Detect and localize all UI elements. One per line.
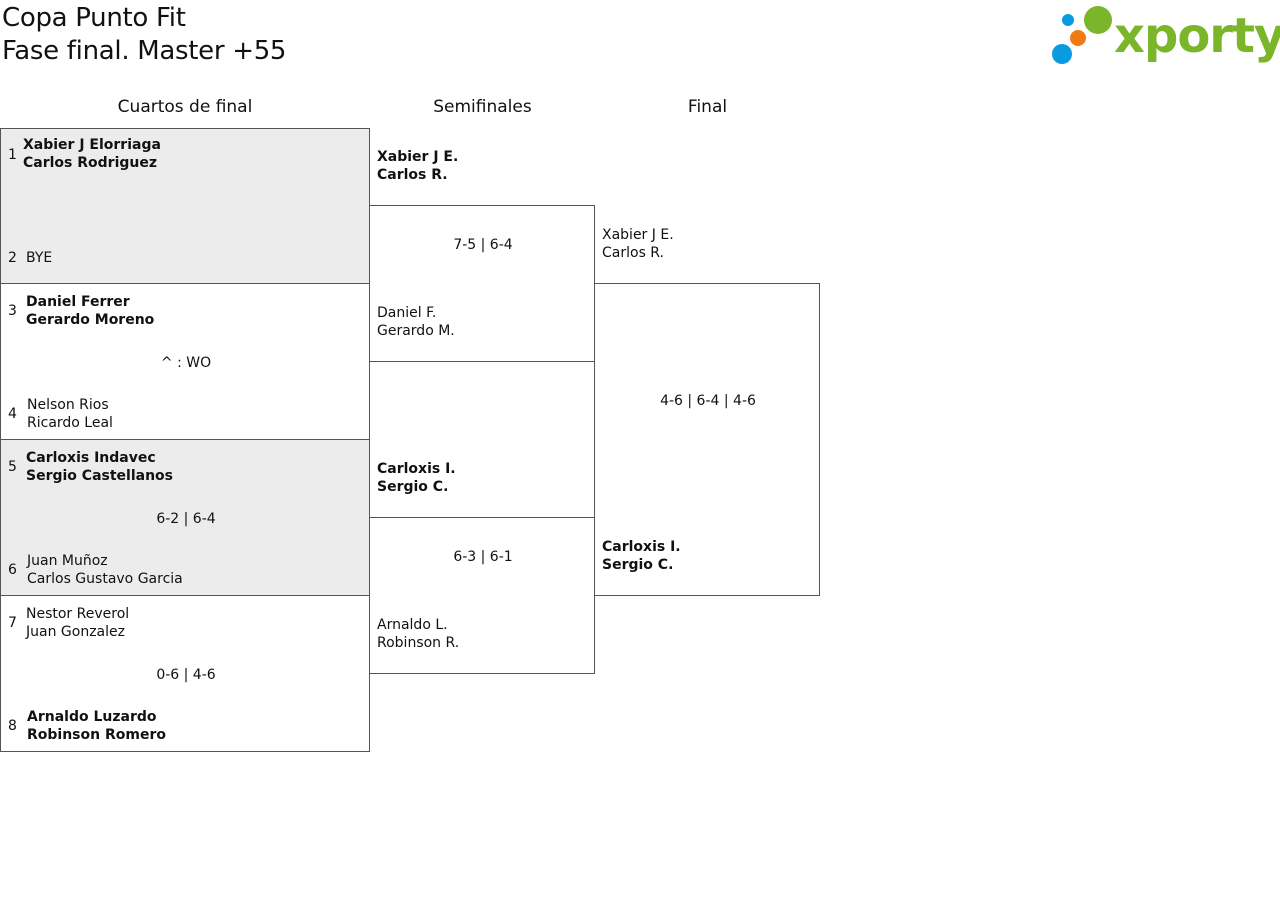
semifinal-2-team-top[interactable]: Carloxis I. Sergio C. — [377, 460, 456, 496]
player-name: Gerardo Moreno — [26, 312, 155, 328]
player-name: Daniel Ferrer — [26, 294, 130, 310]
seed-number: 2 — [8, 250, 17, 266]
seed-number: 4 — [8, 406, 17, 422]
player-name: Carlos R. — [377, 167, 448, 183]
semifinal-match-1[interactable]: 7-5 | 6-4 Daniel F. Gerardo M. — [369, 205, 595, 362]
team-entry[interactable]: Daniel Ferrer Gerardo Moreno — [26, 293, 154, 329]
logo-dot-blue-small-icon — [1062, 14, 1074, 26]
player-name: Juan Muñoz — [27, 553, 108, 569]
player-name: Carlos Gustavo Garcia — [27, 571, 183, 587]
team-entry[interactable]: Carloxis Indavec Sergio Castellanos — [26, 449, 173, 485]
seed-number: 6 — [8, 562, 17, 578]
page-title: Copa Punto Fit — [2, 3, 186, 33]
page-subtitle: Fase final. Master +55 — [2, 36, 287, 66]
player-name: Xabier J E. — [377, 149, 459, 165]
logo-wordmark: xporty — [1114, 8, 1280, 64]
round-title-semifinals: Semifinales — [433, 97, 532, 117]
team-entry[interactable]: Nestor Reverol Juan Gonzalez — [26, 605, 129, 641]
player-name: Carlos R. — [602, 245, 664, 261]
player-name: Xabier J Elorriaga — [23, 137, 161, 153]
player-name: Arnaldo L. — [377, 617, 448, 633]
seed-number: 8 — [8, 718, 17, 734]
player-name: BYE — [26, 250, 53, 266]
player-name: Nelson Rios — [27, 397, 109, 413]
player-name: Carlos Rodriguez — [23, 155, 158, 171]
player-name: Carloxis I. — [602, 539, 681, 555]
semifinal-match-2[interactable]: 6-3 | 6-1 Arnaldo L. Robinson R. — [369, 517, 595, 674]
quarterfinal-match-2[interactable]: 3 Daniel Ferrer Gerardo Moreno ^ : WO 4 … — [0, 283, 370, 440]
team-entry[interactable]: Xabier J Elorriaga Carlos Rodriguez — [23, 136, 161, 172]
logo-dot-blue-icon — [1052, 44, 1072, 64]
player-name: Daniel F. — [377, 305, 437, 321]
team-entry[interactable]: Arnaldo Luzardo Robinson Romero — [27, 708, 166, 744]
player-name: Carloxis Indavec — [26, 450, 156, 466]
player-name: Juan Gonzalez — [26, 624, 125, 640]
quarterfinal-match-4[interactable]: 7 Nestor Reverol Juan Gonzalez 0-6 | 4-6… — [0, 595, 370, 752]
seed-number: 7 — [8, 615, 17, 631]
logo-dot-green-icon — [1084, 6, 1112, 34]
player-name: Sergio C. — [377, 479, 449, 495]
player-name: Sergio Castellanos — [26, 468, 173, 484]
match-score: ^ : WO — [160, 355, 212, 371]
player-name: Ricardo Leal — [27, 415, 113, 431]
semifinal-2-team-bottom[interactable]: Arnaldo L. Robinson R. — [377, 616, 459, 652]
final-team-bottom[interactable]: Carloxis I. Sergio C. — [602, 538, 681, 574]
quarterfinal-match-1[interactable]: 1 Xabier J Elorriaga Carlos Rodriguez 2 … — [0, 128, 370, 284]
final-match[interactable]: 4-6 | 6-4 | 4-6 Carloxis I. Sergio C. — [594, 283, 820, 596]
match-score: 6-2 | 6-4 — [156, 511, 216, 527]
player-name: Gerardo M. — [377, 323, 455, 339]
semifinal-1-team-bottom[interactable]: Daniel F. Gerardo M. — [377, 304, 455, 340]
player-name: Nestor Reverol — [26, 606, 130, 622]
semifinal-1-team-top[interactable]: Xabier J E. Carlos R. — [377, 148, 458, 184]
round-title-final: Final — [687, 97, 728, 117]
player-name: Arnaldo Luzardo — [27, 709, 157, 725]
team-entry[interactable]: BYE — [26, 249, 52, 267]
player-name: Sergio C. — [602, 557, 674, 573]
final-team-top[interactable]: Xabier J E. Carlos R. — [602, 226, 674, 262]
match-score: 7-5 | 6-4 — [453, 237, 513, 253]
quarterfinal-match-3[interactable]: 5 Carloxis Indavec Sergio Castellanos 6-… — [0, 439, 370, 596]
xporty-logo[interactable]: xporty — [1050, 4, 1280, 68]
match-score: 0-6 | 4-6 — [156, 667, 216, 683]
player-name: Robinson R. — [377, 635, 460, 651]
team-entry[interactable]: Nelson Rios Ricardo Leal — [27, 396, 113, 432]
seed-number: 5 — [8, 459, 17, 475]
player-name: Carloxis I. — [377, 461, 456, 477]
player-name: Robinson Romero — [27, 727, 166, 743]
player-name: Xabier J E. — [602, 227, 674, 243]
logo-dot-orange-icon — [1070, 30, 1086, 46]
round-title-quarterfinals: Cuartos de final — [117, 97, 253, 117]
match-score: 4-6 | 6-4 | 4-6 — [660, 393, 756, 409]
seed-number: 1 — [8, 147, 17, 163]
seed-number: 3 — [8, 303, 17, 319]
match-score: 6-3 | 6-1 — [453, 549, 513, 565]
team-entry[interactable]: Juan Muñoz Carlos Gustavo Garcia — [27, 552, 183, 588]
